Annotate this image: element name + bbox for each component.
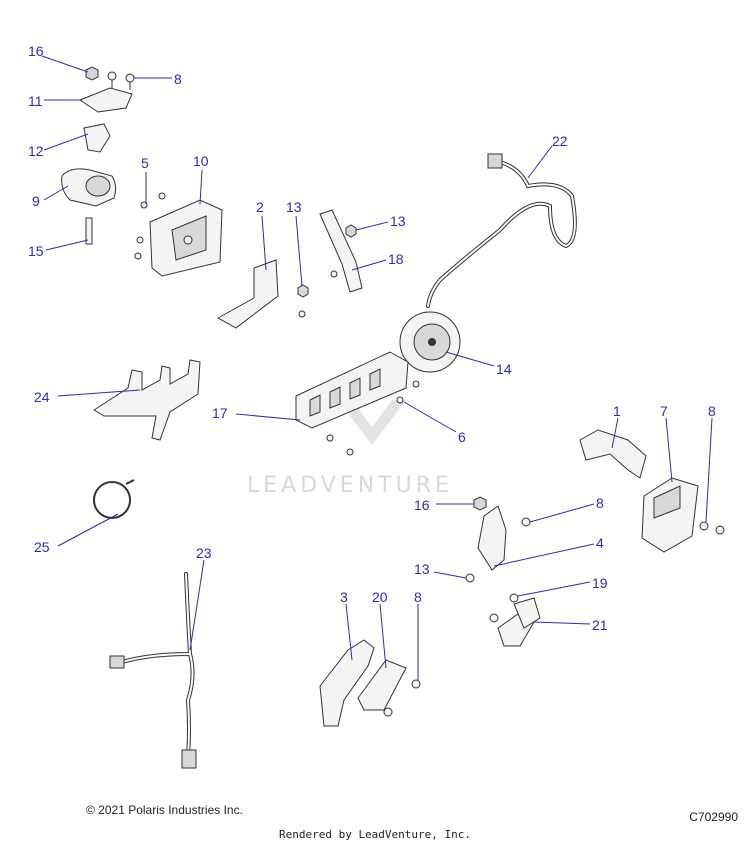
callout-14: 14 (496, 361, 512, 377)
callout-8: 8 (174, 71, 182, 87)
part-10-ecu (149, 199, 223, 277)
part-4-bracket (477, 505, 507, 571)
callout-23: 23 (196, 545, 212, 561)
watermark: LEADVENTURE (247, 400, 453, 498)
watermark-text: LEADVENTURE (247, 473, 453, 498)
part-13-nut-c (465, 573, 475, 583)
rendered-by-credit: Rendered by LeadVenture, Inc. (278, 828, 472, 841)
part-15-bolt (85, 217, 93, 245)
diagram-code: C702990 (689, 810, 738, 824)
callout-5: 5 (141, 155, 149, 171)
callout-4: 4 (596, 535, 604, 551)
part-9-ignition-coil (61, 168, 117, 207)
callout-25: 25 (34, 539, 50, 555)
callout-8-right: 8 (708, 403, 716, 419)
part-1-bracket (579, 429, 647, 479)
callout-13-a: 13 (286, 199, 302, 215)
part-12-clip (83, 123, 111, 153)
callout-6: 6 (458, 429, 466, 445)
part-7-relay (641, 477, 699, 553)
part-11-bracket (78, 87, 133, 113)
part-13-nut-b (330, 224, 357, 278)
callout-22: 22 (552, 133, 568, 149)
part-8-screws-right (699, 521, 725, 535)
callout-10: 10 (193, 153, 209, 169)
callout-20: 20 (372, 589, 388, 605)
callout-1: 1 (613, 403, 621, 419)
part-20-plate (357, 659, 407, 711)
callout-16: 16 (28, 43, 44, 59)
callout-8-bottom: 8 (414, 589, 422, 605)
part-24-bracket (93, 359, 201, 441)
callouts: 16 8 11 12 9 15 5 10 2 13 13 18 22 14 24… (28, 43, 716, 680)
callout-3: 3 (340, 589, 348, 605)
part-8-screw-mid (521, 517, 531, 527)
part-8-screws-bottom (383, 679, 421, 717)
part-21-module (497, 597, 541, 647)
part-13-nut-a (297, 284, 309, 318)
part-3-bracket (319, 639, 375, 727)
callout-2: 2 (256, 199, 264, 215)
part-6-screws (326, 380, 420, 456)
part-2-bracket (216, 259, 279, 329)
callout-9: 9 (32, 193, 40, 209)
part-23-sensor-harness (109, 572, 197, 769)
part-5-screws (134, 192, 166, 260)
callout-12: 12 (28, 143, 44, 159)
part-8-screws-top (107, 71, 135, 90)
part-16-nut (85, 66, 99, 81)
part-25-strap (93, 479, 135, 519)
callout-18: 18 (388, 251, 404, 267)
part-14-horn (399, 311, 461, 373)
callout-13-b: 13 (390, 213, 406, 229)
callout-13-c: 13 (414, 561, 430, 577)
callout-17: 17 (212, 405, 228, 421)
part-17-fuse-block (295, 351, 409, 429)
part-22-harness (426, 153, 577, 308)
callout-11: 11 (28, 93, 43, 109)
copyright-notice: © 2021 Polaris Industries Inc. (86, 803, 243, 817)
callout-7: 7 (660, 403, 668, 419)
callout-24: 24 (34, 389, 50, 405)
callout-19: 19 (592, 575, 608, 591)
callout-8-mid: 8 (596, 495, 604, 511)
callout-16-b: 16 (414, 497, 430, 513)
callout-15: 15 (28, 243, 44, 259)
part-18-bracket (319, 209, 363, 293)
part-19-nut (489, 593, 519, 623)
callout-21: 21 (592, 617, 608, 633)
part-16-nut-b (473, 496, 487, 511)
